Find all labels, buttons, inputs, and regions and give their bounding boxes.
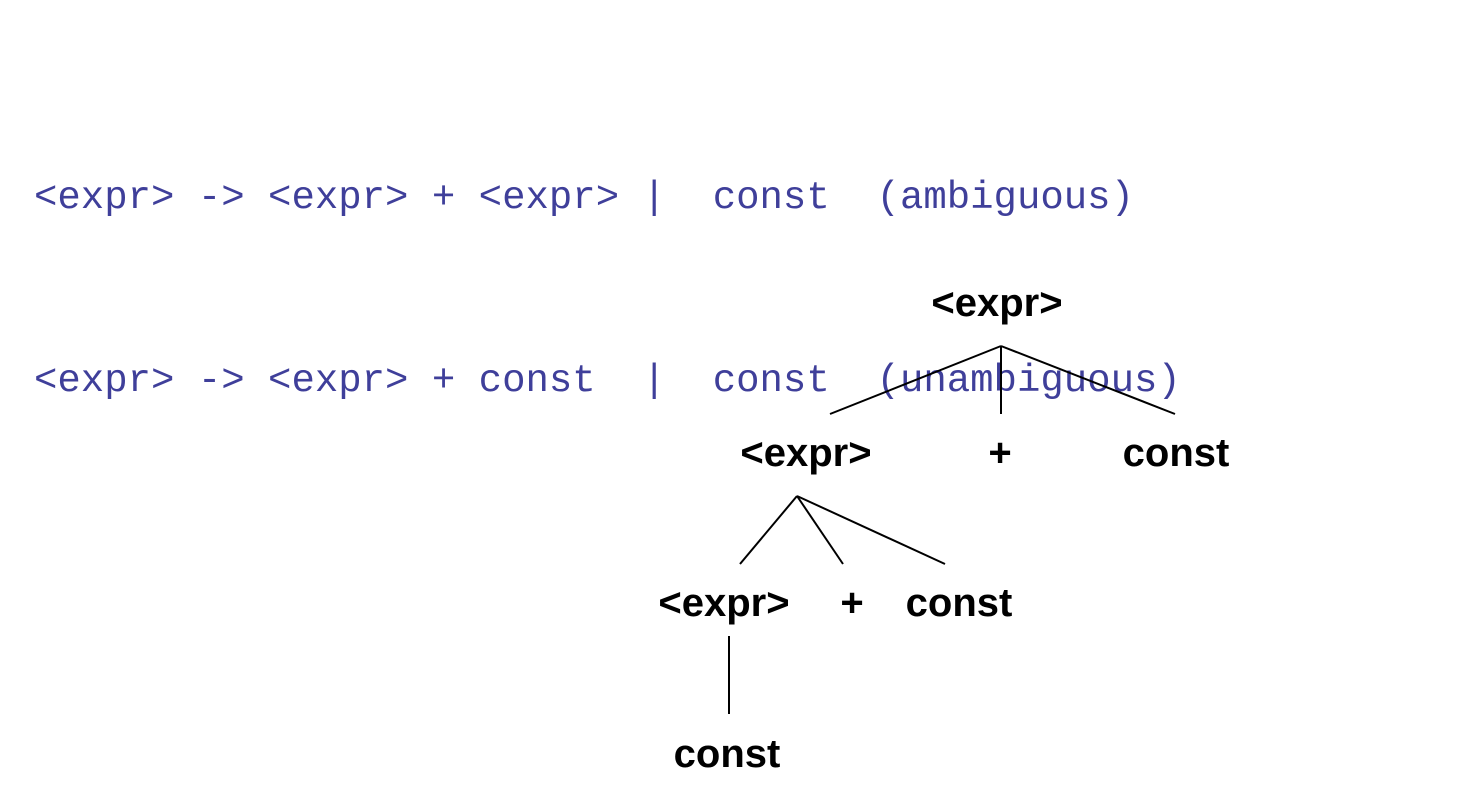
tree-node-level1-const: const (1123, 431, 1230, 475)
grammar-rule-ambiguous: <expr> -> <expr> + <expr> | const (ambig… (34, 176, 1134, 220)
tree-node-level2-plus: + (840, 581, 863, 625)
tree-node-level2-const: const (906, 581, 1013, 625)
tree-node-level2-expr: <expr> (658, 581, 789, 625)
edge-root-expr (829, 345, 1002, 415)
tree-node-level1-plus: + (988, 431, 1011, 475)
edge-expr-expr (739, 495, 798, 565)
tree-node-level1-expr: <expr> (740, 431, 871, 475)
edge-expr-const (796, 495, 946, 565)
edge-root-const (1000, 345, 1176, 415)
tree-node-root: <expr> (931, 281, 1062, 325)
tree-node-level3-const: const (674, 732, 781, 776)
edge-expr-plus (796, 495, 844, 565)
grammar-rules: <expr> -> <expr> + <expr> | const (ambig… (34, 46, 1181, 473)
grammar-rule-unambiguous: <expr> -> <expr> + const | const (unambi… (34, 359, 1181, 403)
